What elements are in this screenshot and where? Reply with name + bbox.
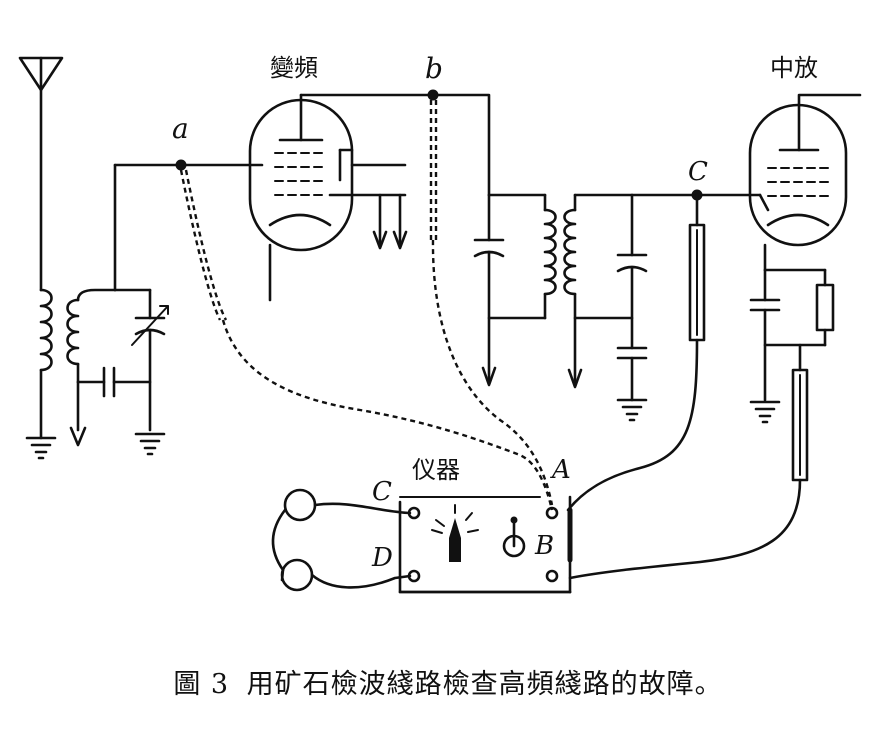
figure-caption: 圖 3 用矿石檢波綫路檢查高頻綫路的故障。 <box>0 662 896 701</box>
antenna-symbol <box>18 56 64 292</box>
converter-tube <box>248 93 408 302</box>
terminal-a-label: A <box>550 455 571 485</box>
caption-text: 用矿石檢波綫路檢查高頻綫路的故障。 <box>246 669 723 700</box>
crystal-detector-icon <box>431 504 479 562</box>
terminal-c-label: C <box>372 477 392 507</box>
toggle-switch-icon <box>502 516 526 558</box>
terminal-b-label: B <box>534 531 554 561</box>
bias-capacitor <box>102 366 152 398</box>
ground-symbol <box>616 398 648 422</box>
test-point-b-dot <box>427 89 439 101</box>
point-b-label: b <box>425 52 443 85</box>
instrument-box <box>398 495 573 594</box>
if-transformer <box>473 193 648 402</box>
ground-symbol <box>749 400 781 424</box>
probe-lead-a <box>179 169 554 511</box>
variable-capacitor <box>113 163 169 432</box>
if-amplifier-tube <box>748 93 862 272</box>
if-tube-label: 中放 <box>770 54 818 82</box>
antenna-coil <box>39 288 53 440</box>
probe-lead-b <box>429 100 554 506</box>
ground-symbol <box>134 432 166 456</box>
input-coil <box>66 288 117 447</box>
probe-cathode <box>568 343 809 580</box>
cathode-network <box>749 268 835 402</box>
point-a-label: a <box>172 112 189 145</box>
probe-c <box>566 193 706 512</box>
headphones-icon <box>271 488 412 592</box>
terminal-d-label: D <box>371 543 393 573</box>
test-point-a-dot <box>175 159 187 171</box>
figure-number: 圖 3 <box>173 669 230 700</box>
ground-symbol <box>25 436 57 460</box>
instrument-label: 仪器 <box>412 456 460 484</box>
converter-tube-label: 變頻 <box>270 54 318 82</box>
point-c-label: C <box>688 157 708 187</box>
